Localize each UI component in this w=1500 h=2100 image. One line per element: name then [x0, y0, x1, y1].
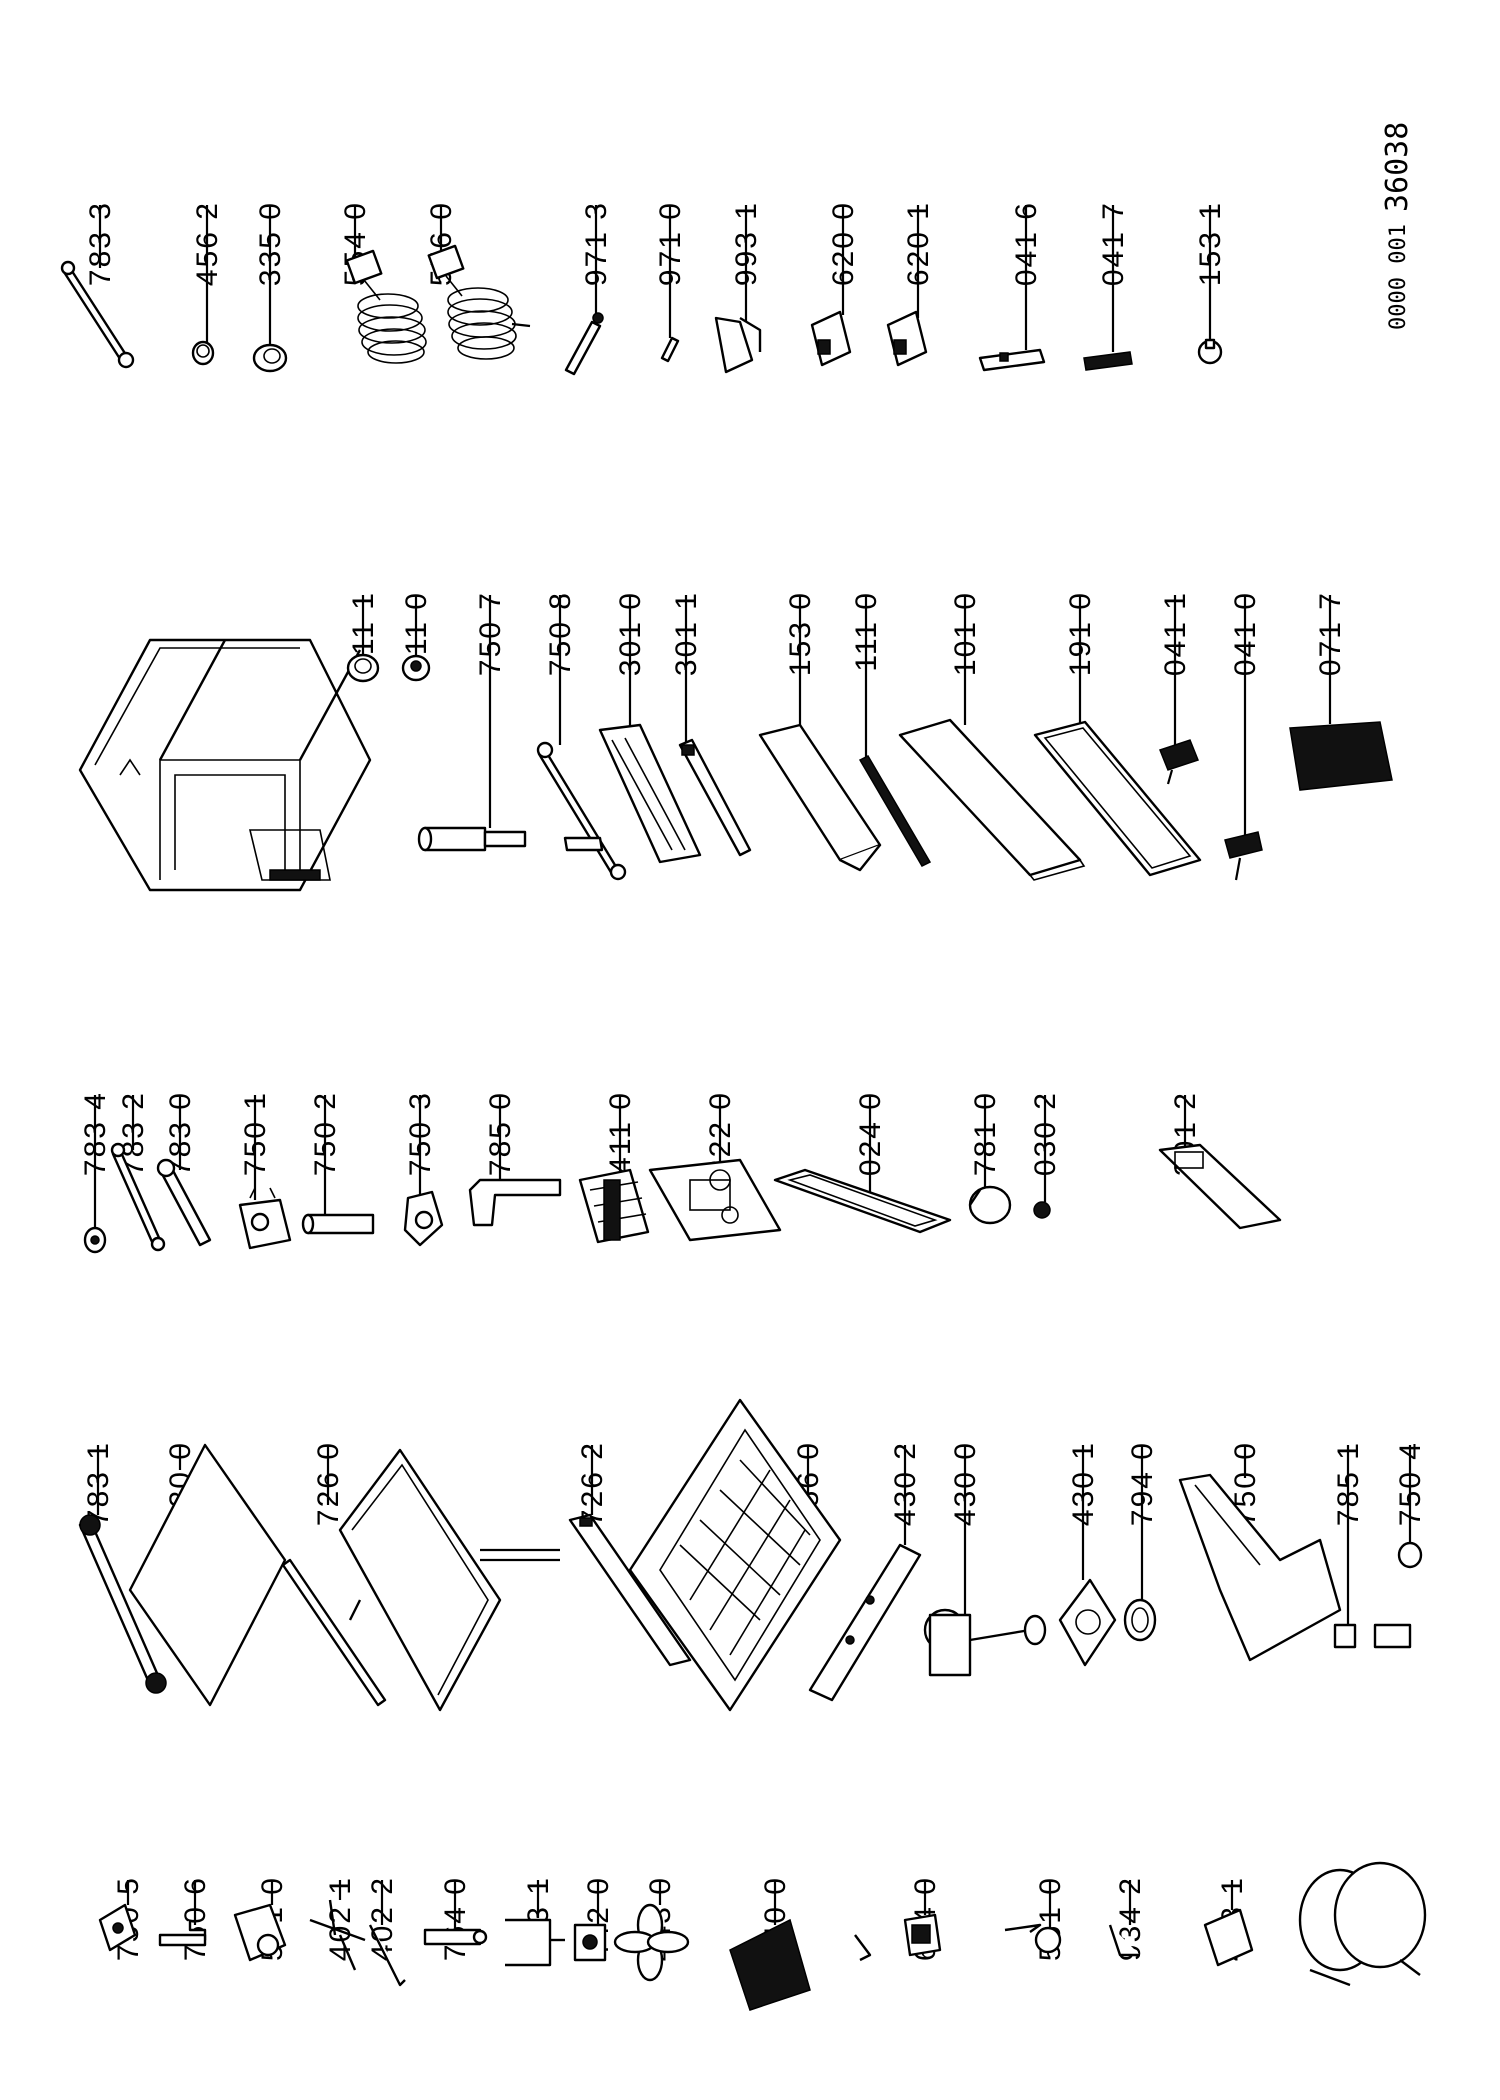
part-cap-011-1	[346, 653, 380, 683]
part-pipe-783-1	[78, 1514, 167, 1694]
part-lamp-993-1	[714, 316, 762, 374]
part-pipe-783-2	[110, 1142, 166, 1252]
part-gasket-111-0	[858, 755, 932, 867]
part-fan-bracket-430-1	[1058, 1578, 1117, 1667]
part-pin-971-0	[660, 336, 680, 363]
part-cup-493-1	[1203, 1908, 1254, 1967]
part-condenser-740-0	[729, 1918, 811, 2011]
part-hinge-041-6	[978, 348, 1046, 372]
document-code-number: 36038	[1380, 122, 1415, 212]
part-thermostat-561-0	[1004, 1923, 1062, 1954]
part-cover-726-2	[568, 1513, 692, 1667]
part-relay-764-0	[423, 1928, 488, 1946]
part-bracket-402-1	[309, 1899, 366, 1971]
part-panel-301-2	[1158, 1143, 1282, 1230]
part-pump-571-0	[233, 1903, 287, 1962]
part-knob-781-0	[968, 1185, 1012, 1225]
part-elbow-785-0	[468, 1178, 562, 1227]
part-frame-191-0	[1033, 720, 1202, 877]
part-pipe-783-0	[156, 1158, 212, 1247]
part-tee-750-6	[158, 1920, 207, 1947]
part-clip-934-2	[1108, 1924, 1140, 1957]
part-fan-blade-443-0	[613, 1903, 690, 1982]
part-nut-030-2	[1033, 1201, 1051, 1219]
part-tray-750-0	[1178, 1473, 1342, 1662]
part-valve-750-1	[238, 1187, 292, 1250]
part-tube-750-7	[417, 826, 527, 852]
part-hinge-041-1	[1159, 739, 1199, 785]
part-compressor-402-0	[1298, 1861, 1427, 1987]
document-code-prefix: 0000 001	[1386, 224, 1411, 330]
part-cap-750-4	[1397, 1541, 1423, 1569]
part-drawer-024-0	[773, 1168, 952, 1234]
part-hinge-041-7	[1083, 351, 1133, 371]
part-tray-301-0	[598, 723, 702, 864]
part-plate-071-7	[1289, 721, 1393, 791]
part-connector-785-1	[1333, 1623, 1412, 1649]
part-rod-726-0	[281, 1558, 387, 1707]
part-relay-614-0	[903, 1913, 942, 1957]
part-tube-750-2	[301, 1213, 375, 1235]
part-bracket-430-2	[808, 1543, 922, 1702]
part-switch-620-0	[810, 310, 852, 367]
part-plate-030-0	[128, 1443, 287, 1707]
part-valve-750-5	[98, 1903, 137, 1952]
part-tray-726-0	[338, 1448, 560, 1712]
part-switch-620-1	[886, 310, 928, 367]
part-housing-322-0	[648, 1158, 782, 1242]
part-ring-794-0	[1123, 1598, 1157, 1642]
part-washer-783-4	[83, 1226, 107, 1254]
document-code: 0000 001 36038	[1380, 122, 1415, 330]
part-tube-750-8	[536, 741, 627, 881]
part-strip-301-1	[678, 738, 752, 857]
part-grommet-335-0	[252, 343, 288, 373]
part-clip-614-0-small	[854, 1934, 872, 1962]
part-shelf-153-0	[758, 723, 882, 872]
part-sensor-971-3	[564, 312, 604, 376]
part-flange-750-3	[403, 1190, 444, 1247]
part-cabinet	[78, 638, 372, 892]
part-fan-motor-442-0	[573, 1923, 607, 1962]
leader-lines	[93, 205, 1412, 1928]
part-knob-153-1	[1197, 338, 1223, 365]
part-fan-motor-430-0	[923, 1608, 1047, 1677]
part-bracket-443-1	[505, 1918, 565, 1967]
part-coil-554-0	[345, 249, 427, 364]
part-hinge-041-0	[1224, 831, 1263, 881]
part-coil-556-0	[427, 244, 531, 360]
part-rack-456-0	[628, 1398, 842, 1712]
part-rod-402-2	[368, 1924, 406, 1987]
part-cap-011-0	[401, 654, 431, 682]
part-panel-101-0	[898, 718, 1086, 881]
part-motor-411-0	[578, 1168, 650, 1244]
part-cap-456-2	[191, 340, 215, 366]
part-pipe-783-3	[60, 260, 135, 369]
